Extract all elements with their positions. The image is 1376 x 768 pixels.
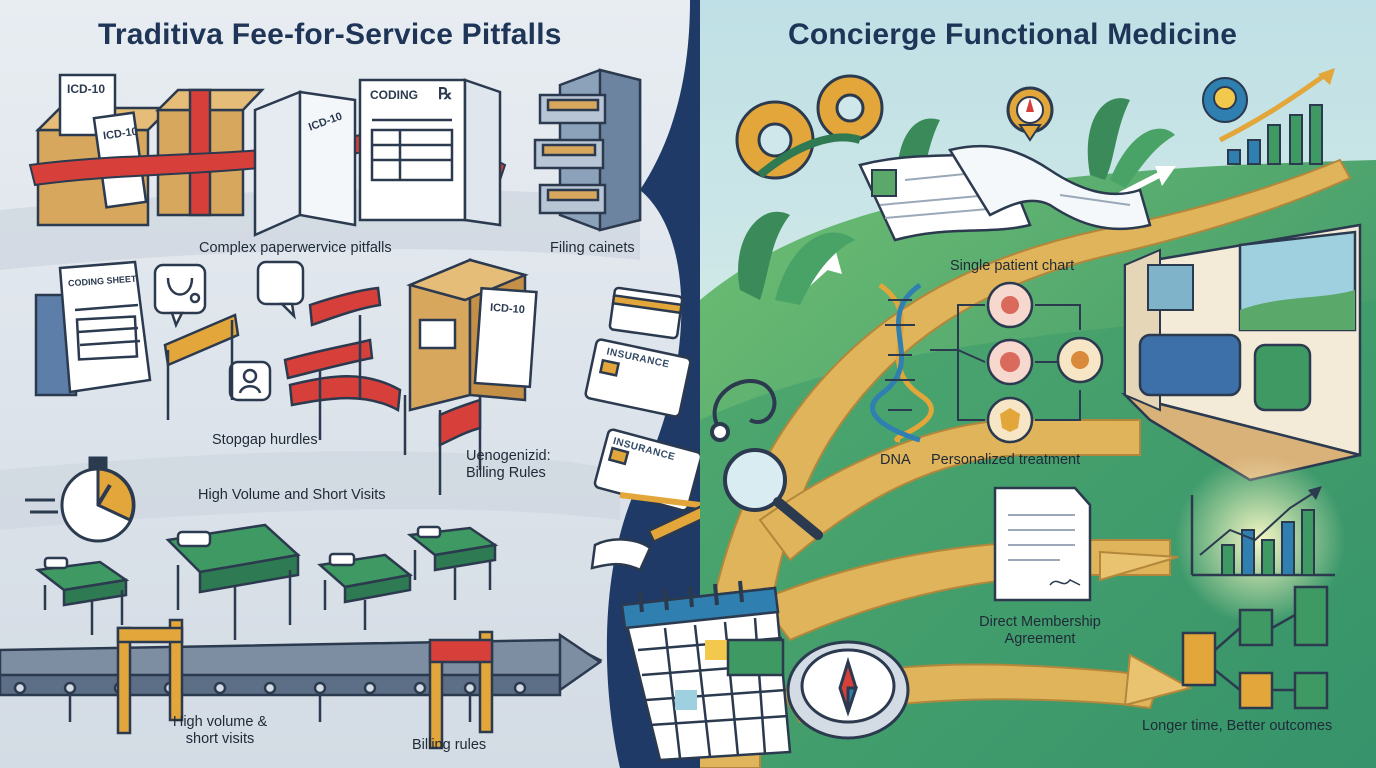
icd-box-icon (406, 258, 538, 412)
patient-chart-scroll (858, 144, 1152, 242)
icd-label-4: ICD-10 (489, 301, 526, 317)
arrow-to-outcomes-icon (1099, 550, 1179, 582)
high-volume-bottom-label: High volume & short visits (172, 714, 268, 747)
icd-label-1: ICD-10 (67, 82, 106, 96)
rx-symbol-icon: ℞ (438, 86, 453, 103)
longer-time-label: Longer time, Better outcomes (1142, 718, 1333, 734)
conveyor-belt-icon (0, 618, 603, 750)
coding-sheet-icon (34, 260, 152, 397)
fee-for-service-illustration (0, 0, 700, 768)
fee-for-service-panel: Traditiva Fee-for-Service Pitfalls ICD-1… (0, 0, 700, 768)
pencil-icon (590, 498, 700, 572)
consultation-room (1120, 223, 1362, 482)
concierge-title: Concierge Functional Medicine (788, 18, 1238, 51)
filing-cabinets-label: Filing cainets (550, 240, 635, 256)
person-bubble-icon (228, 360, 272, 402)
billing-rules-label: Billing rules (412, 737, 487, 753)
stopwatch-icon (25, 456, 136, 543)
membership-agreement-icon (993, 486, 1092, 602)
panel-divider (606, 0, 700, 768)
filing-cabinet-icon (533, 68, 642, 232)
compass-pin-icon (1006, 86, 1054, 142)
dna-label: DNA (880, 452, 911, 468)
stopgap-hurdles-label: Stopgap hurdles (212, 432, 318, 448)
coding-label: CODING (370, 88, 418, 102)
complex-paperwork-label: Complex paperwervice pitfalls (199, 240, 392, 256)
growth-chart-icon (1202, 68, 1335, 165)
fee-for-service-title: Traditiva Fee-for-Service Pitfalls (98, 18, 562, 51)
coding-document-icon (253, 78, 502, 237)
translation-bubble-icon (256, 260, 305, 320)
hurdle-barriers-icon (163, 286, 482, 495)
stethoscope-bubble-icon (153, 263, 207, 329)
gears-icon (735, 74, 884, 180)
direct-membership-label: Direct Membership Agreement (979, 614, 1101, 647)
dna-helix-icon (870, 282, 934, 443)
high-volume-top-label: High Volume and Short Visits (198, 487, 386, 503)
stethoscope-icon (710, 379, 777, 442)
care-flowchart-icon (1181, 585, 1329, 710)
insurance-card-icon (584, 286, 700, 512)
organ-flow-diagram (930, 304, 1081, 421)
personalized-treatment-label: Personalized treatment (931, 452, 1081, 468)
arrow-to-flowchart-icon (1123, 653, 1193, 707)
magnifier-icon (723, 448, 823, 540)
uncoded-billing-rules-label: Uenogenizid: Billing Rules (466, 448, 551, 481)
outcome-chart-icon (1190, 486, 1335, 577)
hospital-beds-icon (34, 523, 499, 640)
single-patient-chart-label: Single patient chart (950, 258, 1075, 274)
